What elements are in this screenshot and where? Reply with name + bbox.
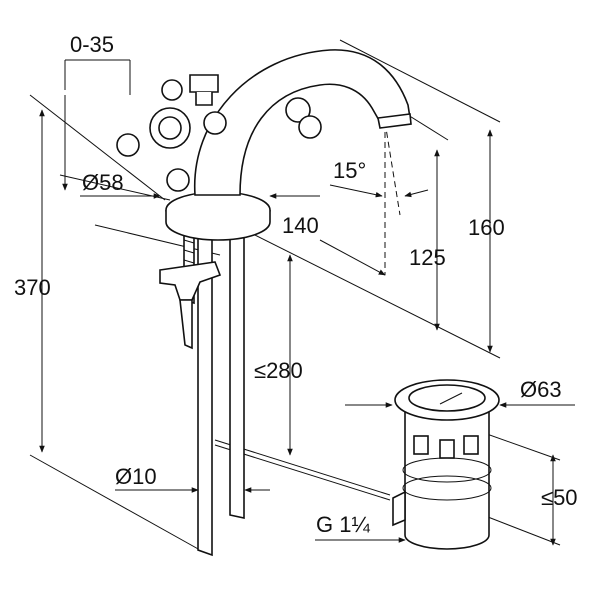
label-base-diameter: Ø58	[82, 170, 124, 195]
label-drain-diameter: Ø63	[520, 377, 562, 402]
tail-pipe-right	[229, 227, 245, 519]
drain-window-2	[439, 439, 455, 459]
label-rod-diameter: Ø10	[115, 464, 157, 489]
label-faucet-height: 160	[468, 215, 505, 240]
label-offset: 0-35	[70, 32, 114, 57]
dimension-lines	[39, 95, 575, 546]
spout	[194, 49, 411, 196]
label-thread: G 1¼	[316, 512, 370, 537]
label-below-counter: ≤280	[254, 358, 303, 383]
label-overall-height: 370	[14, 275, 51, 300]
label-reach: 140	[282, 213, 319, 238]
drain-window-1	[413, 435, 429, 455]
dimension-labels: 0-35 Ø58 15° 140 125 160 370 ≤280 Ø63 Ø1…	[14, 32, 578, 537]
label-angle: 15°	[333, 158, 366, 183]
handle-left	[116, 74, 227, 192]
dim-angle-line	[329, 184, 383, 198]
drain-window-3	[463, 435, 479, 455]
drain-assembly	[392, 379, 500, 550]
handle-right	[285, 97, 322, 139]
faucet-body	[116, 49, 412, 557]
label-spout-height: 125	[409, 245, 446, 270]
label-drain-depth: ≤50	[541, 485, 578, 510]
